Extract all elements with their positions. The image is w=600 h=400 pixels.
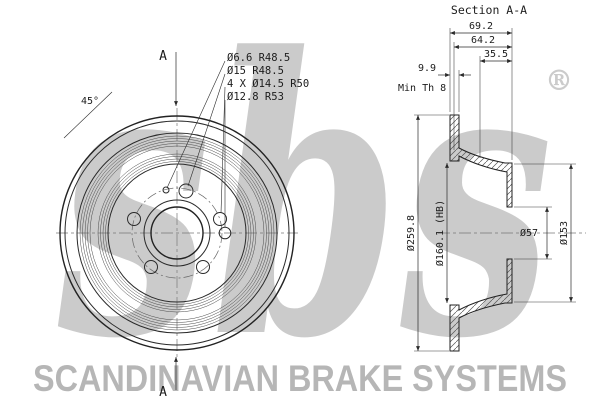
leader-line xyxy=(220,86,226,214)
hole-label: Ø6.6 R48.5 xyxy=(227,52,290,64)
front-view: 45° Ø6.6 R48.5 Ø15 R48.5 4 X Ø14.5 R50 Ø… xyxy=(56,49,309,400)
bolt-hole xyxy=(144,260,158,274)
ring-circle xyxy=(100,156,254,310)
large-hole xyxy=(178,183,194,199)
dim-hat-depth: 35.5 xyxy=(484,49,508,60)
dim-center-bore: Ø57 xyxy=(520,227,538,239)
hole-callouts: Ø6.6 R48.5 Ø15 R48.5 4 X Ø14.5 R50 Ø12.8… xyxy=(166,52,309,227)
ring-circle xyxy=(84,140,270,326)
disc-rim-circle xyxy=(64,120,290,346)
dim-flange-diameter: Ø153 xyxy=(558,221,570,245)
dim-disc-thickness: 9.9 xyxy=(418,63,436,74)
pin-hole xyxy=(218,226,232,240)
disc-outer-circle xyxy=(59,115,295,351)
section-profile-top xyxy=(449,114,513,208)
hole-label: 4 X Ø14.5 R50 xyxy=(227,78,309,90)
dim-hat-bore: Ø160.1 (HB) xyxy=(434,200,446,266)
section-letter-top: A xyxy=(159,49,167,64)
hole-label: Ø15 R48.5 xyxy=(227,65,284,77)
chamfer-angle-label: 45° xyxy=(81,96,99,107)
ring-circle xyxy=(79,135,275,331)
leader-line xyxy=(166,60,226,189)
bolt-hole xyxy=(127,212,141,226)
ring-circle xyxy=(107,163,247,303)
section-view: Section A-A 69.2 64.2 35.5 9.9 Min Th 8 xyxy=(398,3,586,352)
chamfer-angle-line xyxy=(63,91,113,139)
ring-circle xyxy=(87,143,267,323)
flange-diameter-dimension: Ø153 xyxy=(514,163,576,303)
ring-circle xyxy=(102,158,252,308)
hub-circle xyxy=(143,199,211,267)
dim-min-thickness: Min Th 8 xyxy=(398,83,446,94)
dim-total-width: 69.2 xyxy=(469,21,493,32)
hub-holes xyxy=(127,183,232,274)
brand-footer: SCANDINAVIAN BRAKE SYSTEMS xyxy=(33,358,567,399)
ring-circle xyxy=(76,132,278,334)
ring-circle xyxy=(105,161,249,305)
ring-circle xyxy=(97,153,257,313)
bolt-circle-centerline xyxy=(131,187,223,279)
dim-outer-diameter: Ø259.8 xyxy=(405,215,417,251)
section-letter-bottom: A xyxy=(159,385,167,400)
section-profile-bottom xyxy=(449,258,513,352)
registered-mark-icon: ® xyxy=(545,64,573,97)
section-cut-markers: A A xyxy=(159,49,178,400)
bolt-hole xyxy=(213,212,227,226)
watermark-text: sbs xyxy=(54,0,553,400)
braking-band-rings xyxy=(76,132,278,334)
small-hole xyxy=(162,186,170,194)
center-bore-circle xyxy=(150,206,204,260)
dim-inner-width: 64.2 xyxy=(471,35,495,46)
section-title: Section A-A xyxy=(451,3,527,17)
outer-diameter-dimension: Ø259.8 xyxy=(405,114,449,352)
watermark: sbs ® SCANDINAVIAN BRAKE SYSTEMS xyxy=(33,0,573,400)
leader-line xyxy=(187,73,226,187)
hole-label: Ø12.8 R53 xyxy=(227,91,284,103)
top-dimension-chain: 69.2 64.2 35.5 9.9 Min Th 8 xyxy=(398,21,513,160)
ring-circle xyxy=(89,145,265,321)
hat-bore-dimension: Ø160.1 (HB) xyxy=(434,163,449,303)
ring-circle xyxy=(82,138,272,328)
bolt-hole xyxy=(196,260,210,274)
center-bore-dimension: Ø57 xyxy=(514,206,552,260)
